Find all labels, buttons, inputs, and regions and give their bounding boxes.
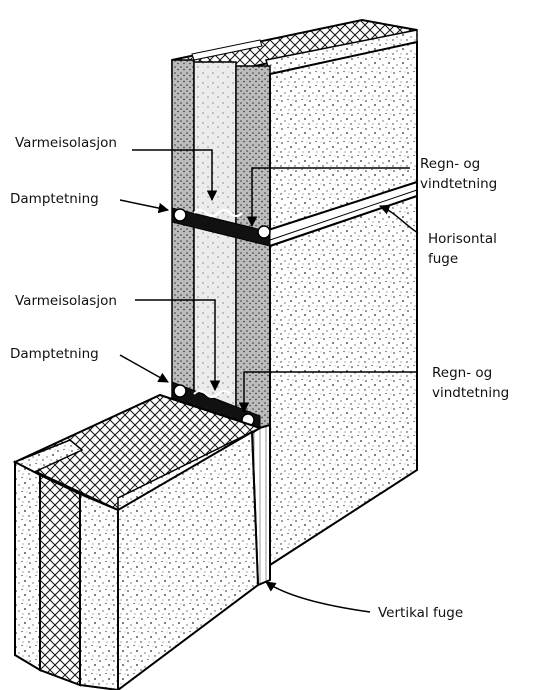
damptetning-seal-top [171,207,271,247]
leader-lines [119,149,419,613]
lower-left-panel [12,393,263,690]
label-regn-top-1: Regn- og [420,156,480,172]
lower-panel-front-face [269,194,418,567]
leader-regn-top [246,167,410,228]
label-regn-top-2: vindtetning [420,176,497,192]
leader-varmeisolasjon-mid [135,299,221,392]
leader-regn-mid [238,371,417,414]
leader-varmeisolasjon-top [132,149,218,202]
label-horisontal-1: Horisontal [428,231,497,247]
leader-horisontal [379,204,419,234]
leader-damptetning-top [119,199,170,214]
label-damptetning-top: Damptetning [10,191,99,207]
label-varmeisolasjon-top: Varmeisolasjon [15,135,117,151]
label-damptetning-mid: Damptetning [10,346,99,362]
label-regn-mid-2: vindtetning [432,385,509,401]
label-vertikal: Vertikal fuge [378,605,463,621]
leader-damptetning-mid [119,354,169,383]
damptetning-seal-mid [171,381,261,433]
leader-vertikal [265,581,371,613]
label-varmeisolasjon-mid: Varmeisolasjon [15,293,117,309]
label-regn-mid-1: Regn- og [432,365,492,381]
label-horisontal-2: fuge [428,251,458,267]
